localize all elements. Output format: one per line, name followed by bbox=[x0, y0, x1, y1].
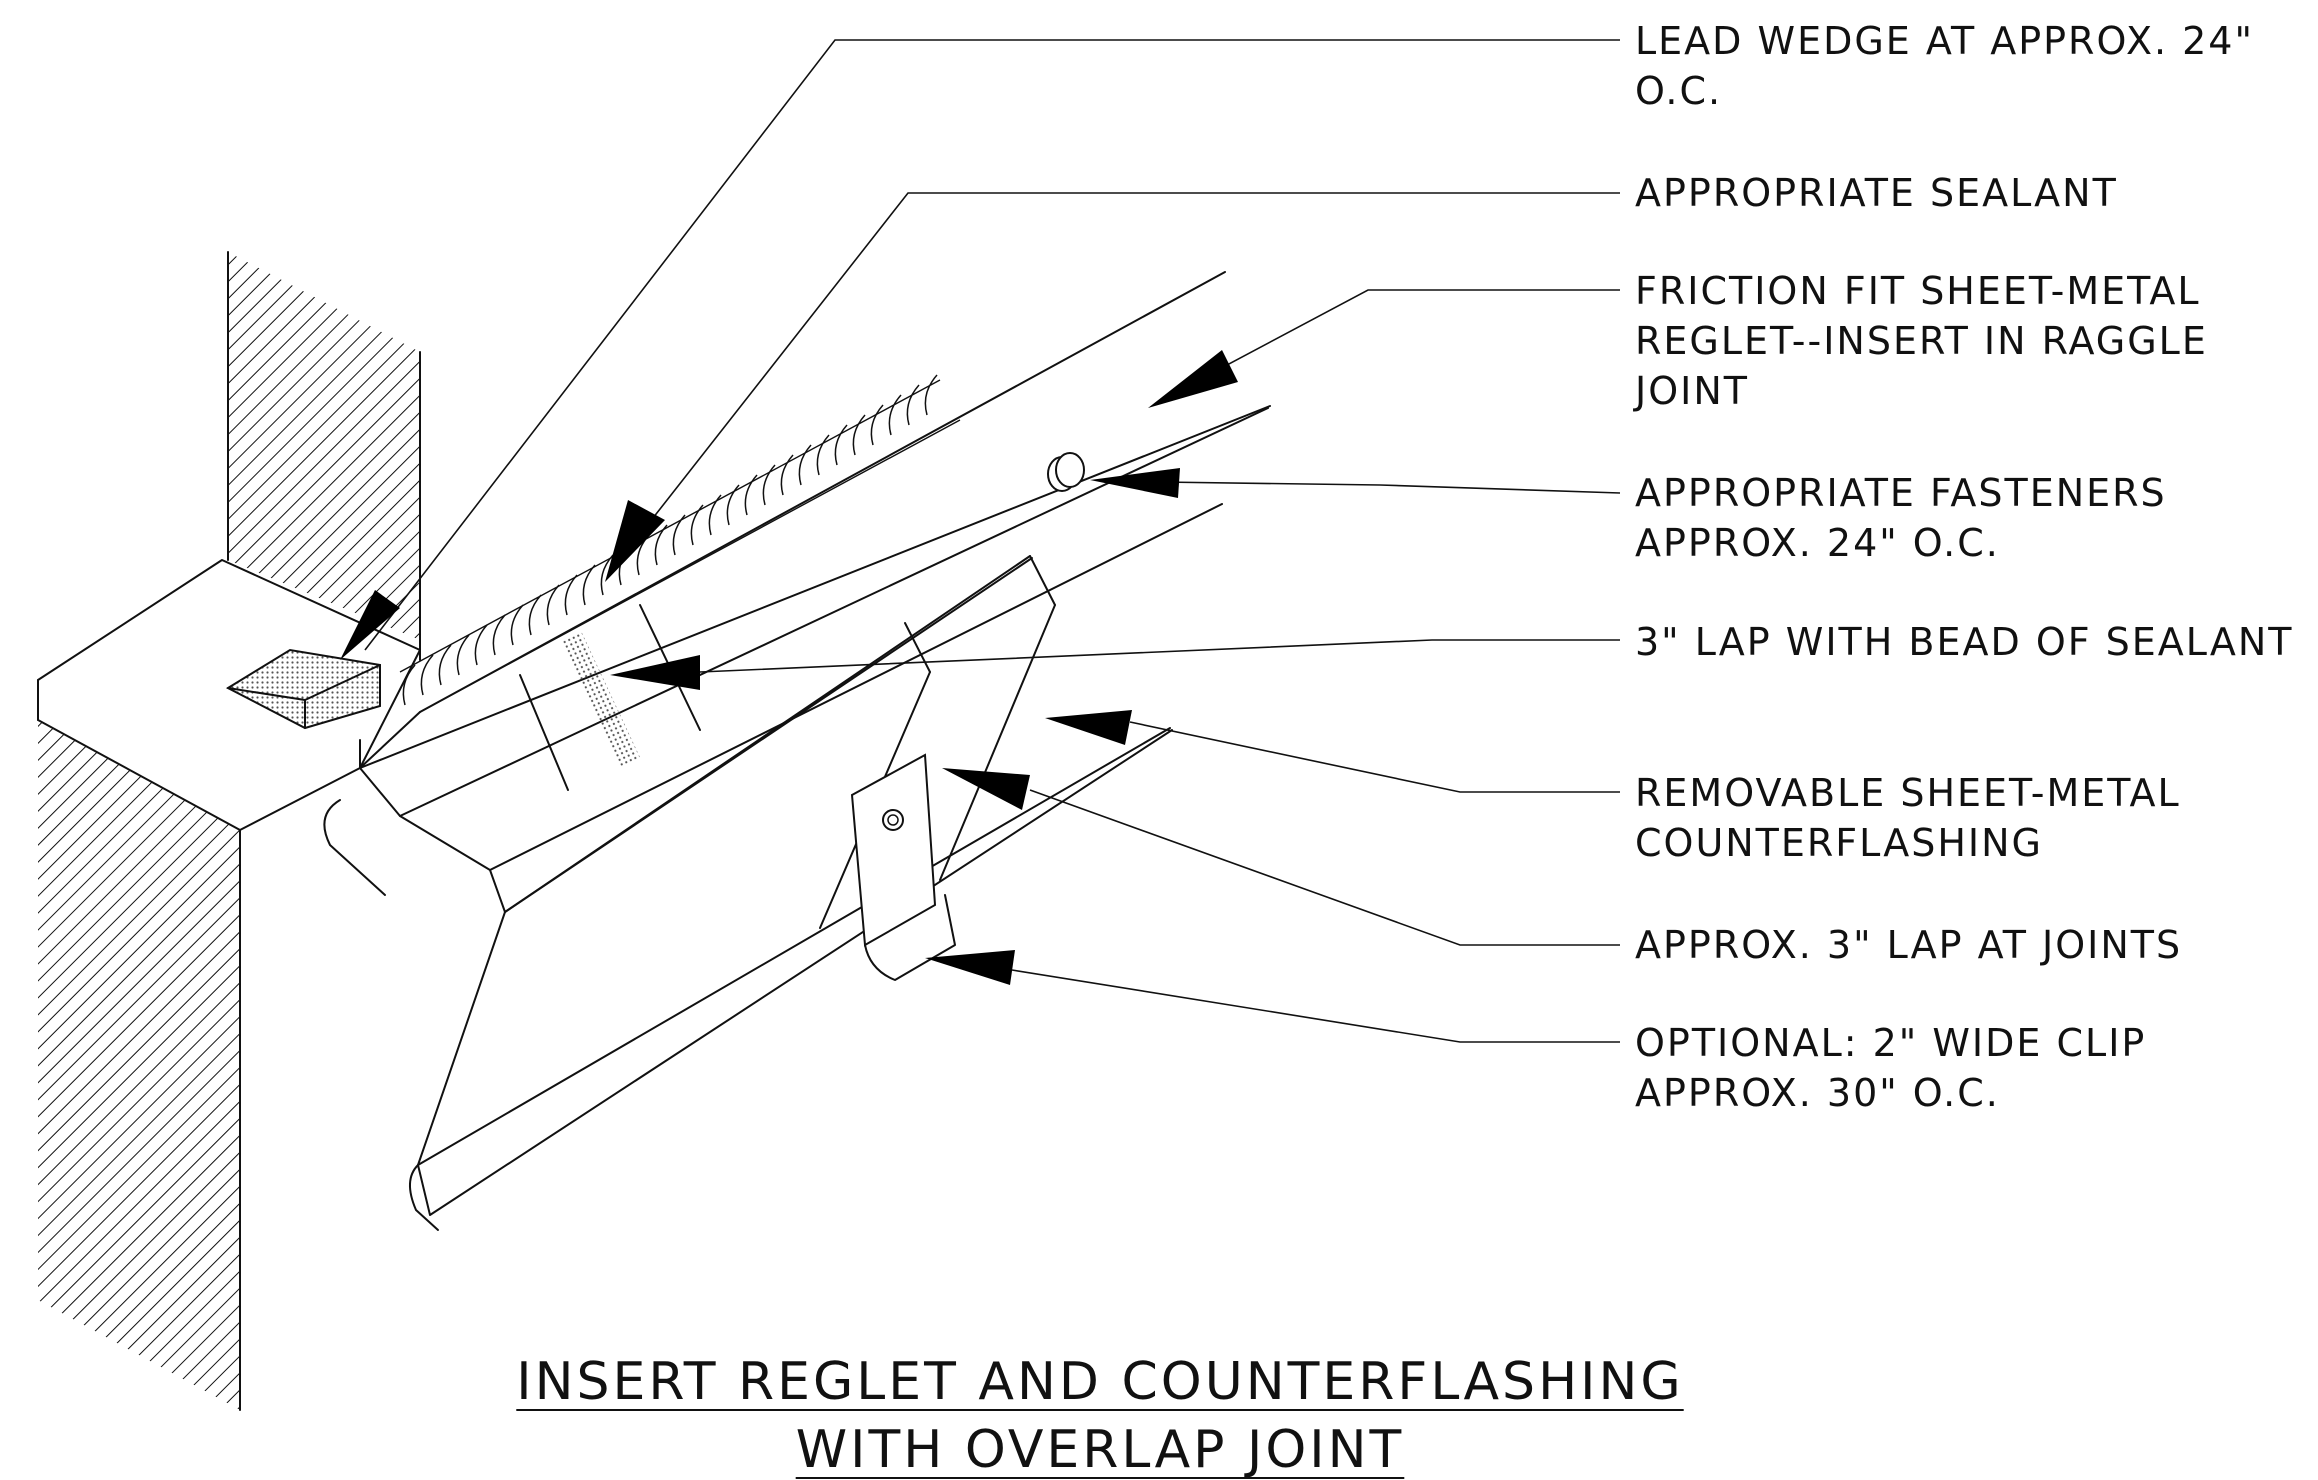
callout-clip-line2: APPROX. 30" O.C. bbox=[1635, 1071, 2000, 1115]
clip bbox=[850, 753, 956, 981]
lead-wedge bbox=[225, 648, 381, 730]
leader-reglet bbox=[1148, 289, 1620, 408]
callout-reglet-line3: JOINT bbox=[1635, 369, 1749, 413]
upper-masonry-wall bbox=[227, 251, 421, 661]
callout-3in-lap: 3" LAP WITH BEAD OF SEALANT bbox=[1635, 617, 2293, 667]
callout-counterflashing-line2: COUNTERFLASHING bbox=[1635, 821, 2043, 865]
callout-clip-line1: OPTIONAL: 2" WIDE CLIP bbox=[1635, 1021, 2147, 1065]
callout-lap-joints: APPROX. 3" LAP AT JOINTS bbox=[1635, 920, 2182, 970]
callout-clip: OPTIONAL: 2" WIDE CLIP APPROX. 30" O.C. bbox=[1635, 1018, 2146, 1118]
lower-masonry-wall bbox=[38, 720, 241, 1411]
callout-3in-lap-line1: 3" LAP WITH BEAD OF SEALANT bbox=[1635, 620, 2294, 664]
callout-reglet-line2: REGLET--INSERT IN RAGGLE bbox=[1635, 319, 2208, 363]
fastener bbox=[1047, 452, 1085, 492]
callout-reglet-line1: FRICTION FIT SHEET-METAL bbox=[1635, 269, 2201, 313]
callout-fasteners-line1: APPROPRIATE FASTENERS bbox=[1635, 471, 2167, 515]
callout-sealant-line1: APPROPRIATE SEALANT bbox=[1635, 171, 2118, 215]
leader-fasteners bbox=[1090, 468, 1621, 498]
leader-lead-wedge bbox=[340, 39, 1620, 660]
drawing-title-line1: INSERT REGLET AND COUNTERFLASHING bbox=[516, 1352, 1684, 1412]
counterflashing bbox=[323, 407, 1269, 1231]
leader-lap-joints bbox=[942, 768, 1620, 946]
leader-3in-lap bbox=[610, 639, 1620, 690]
sheet-metal-reglet bbox=[359, 271, 1271, 769]
leader-clip bbox=[925, 950, 1620, 1043]
callout-lap-joints-line1: APPROX. 3" LAP AT JOINTS bbox=[1635, 923, 2183, 967]
callout-fasteners-line2: APPROX. 24" O.C. bbox=[1635, 521, 2000, 565]
drawing-title-line2: WITH OVERLAP JOINT bbox=[795, 1420, 1405, 1480]
callout-reglet: FRICTION FIT SHEET-METAL REGLET--INSERT … bbox=[1635, 266, 2208, 416]
callout-lead-wedge-line2: O.C. bbox=[1635, 69, 1723, 113]
callout-lead-wedge-line1: LEAD WEDGE AT APPROX. 24" bbox=[1635, 19, 2254, 63]
leader-sealant bbox=[605, 192, 1620, 582]
callout-counterflashing-line1: REMOVABLE SHEET-METAL bbox=[1635, 771, 2181, 815]
leader-counterflashing bbox=[1045, 710, 1620, 793]
callout-fasteners: APPROPRIATE FASTENERS APPROX. 24" O.C. bbox=[1635, 468, 2167, 568]
callout-sealant: APPROPRIATE SEALANT bbox=[1635, 168, 2118, 218]
lap-sealant-stripe bbox=[561, 631, 641, 768]
callout-lead-wedge: LEAD WEDGE AT APPROX. 24" O.C. bbox=[1635, 16, 2254, 116]
callout-counterflashing: REMOVABLE SHEET-METAL COUNTERFLASHING bbox=[1635, 768, 2181, 868]
